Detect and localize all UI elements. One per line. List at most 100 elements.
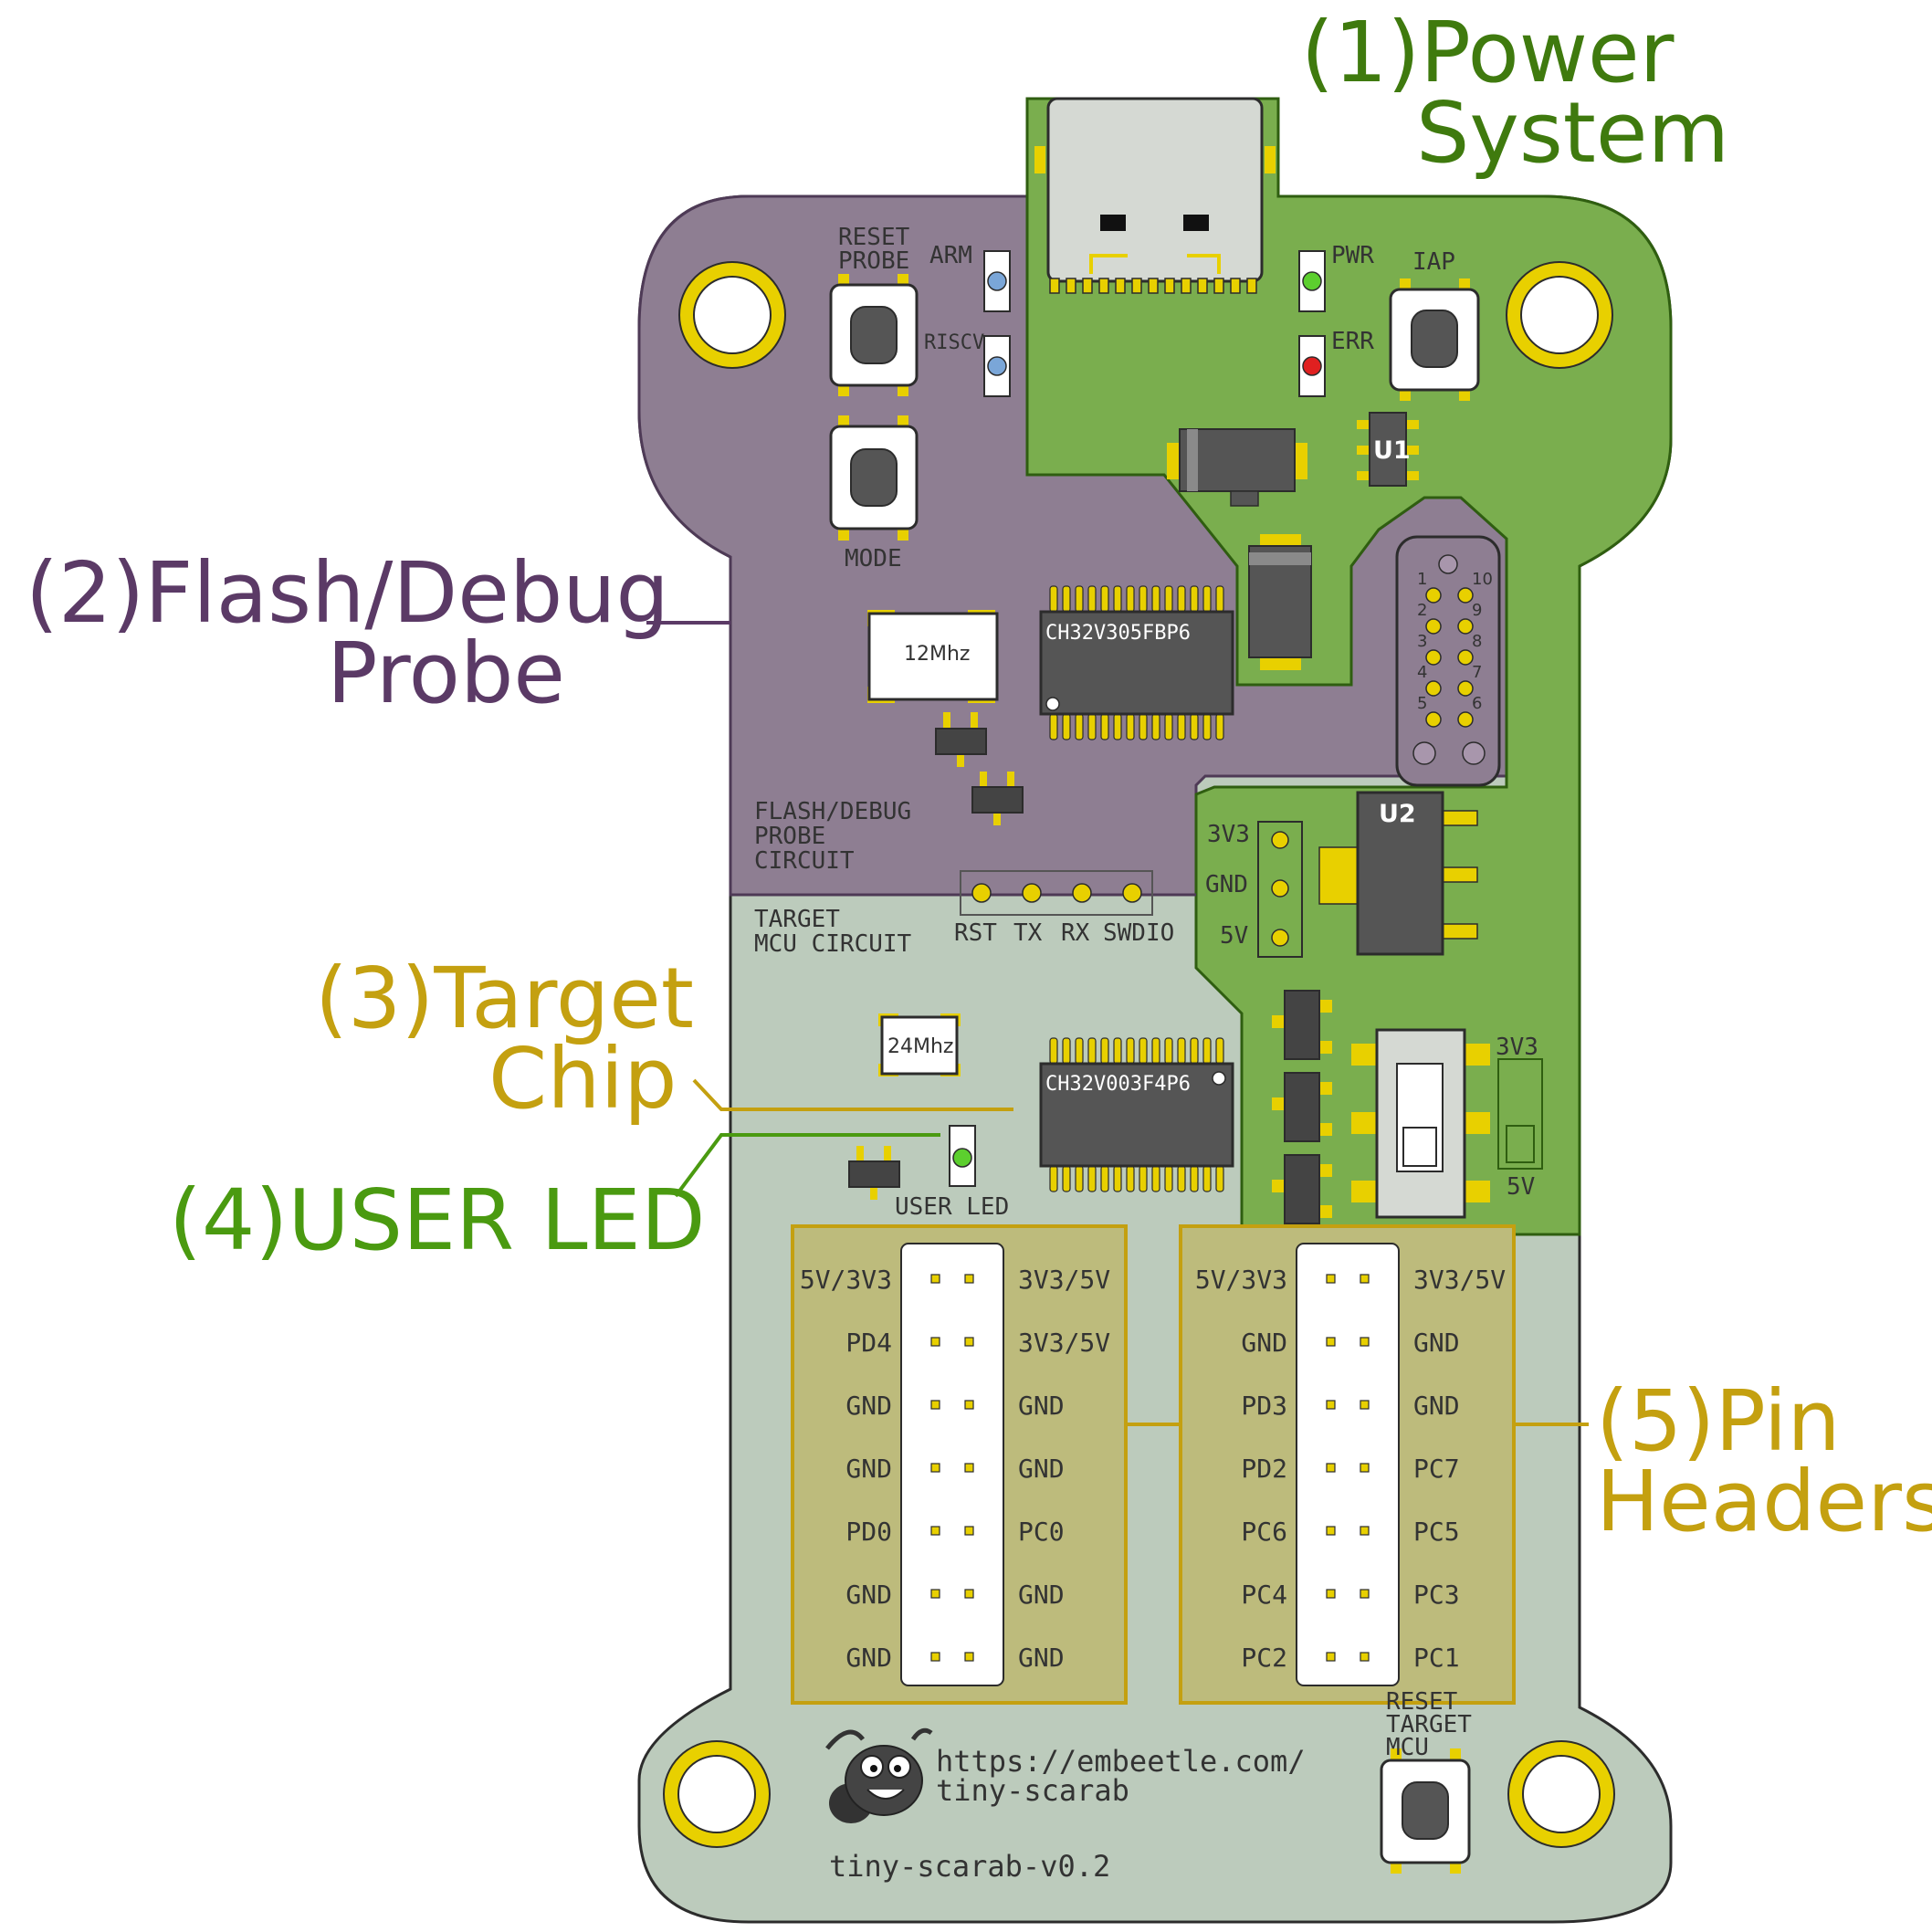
header-label-right: GND — [1018, 1643, 1065, 1673]
header-pin — [931, 1275, 940, 1283]
chip-pin — [1165, 1038, 1172, 1064]
header-pin — [1327, 1275, 1335, 1283]
silk-switch-5v: 5V — [1507, 1173, 1535, 1201]
swd-pin-number: 7 — [1472, 663, 1482, 682]
chip-pin — [1050, 1166, 1057, 1192]
chip-pin — [1076, 586, 1083, 612]
chip-pin — [1203, 1038, 1211, 1064]
header-label-left: GND — [845, 1580, 892, 1610]
header-label-right: PC3 — [1413, 1580, 1460, 1610]
silk-u2: U2 — [1379, 800, 1416, 828]
chip-pin — [1165, 586, 1172, 612]
chip-pin — [1178, 714, 1185, 740]
chip-pin — [1152, 714, 1160, 740]
header-pin — [1327, 1653, 1335, 1661]
silk-switch-3v3: 3V3 — [1496, 1034, 1538, 1061]
usb-connector — [1034, 99, 1276, 293]
chip-pin — [1216, 1038, 1223, 1064]
silk-arm: ARM — [929, 242, 972, 269]
swd-pin-number: 1 — [1417, 570, 1427, 589]
header-pin — [1360, 1275, 1369, 1283]
chip-pin — [1203, 714, 1211, 740]
swd-pin-number: 2 — [1417, 601, 1427, 620]
header-label-left: PD3 — [1241, 1391, 1287, 1421]
header-pin — [965, 1527, 973, 1535]
silk-chip1: CH32V305FBP6 — [1045, 622, 1191, 645]
silk-pin-swdio: SWDIO — [1103, 919, 1174, 947]
callout-power-line1: (1)Power — [1301, 13, 1729, 93]
chip-pin — [1076, 714, 1083, 740]
header-label-right: GND — [1018, 1391, 1065, 1421]
chip-pin — [1101, 714, 1108, 740]
chip-pin — [1050, 1038, 1057, 1064]
header-pin — [965, 1338, 973, 1346]
callout-headers-line2: Headers — [1596, 1462, 1932, 1542]
silk-user-led: USER LED — [895, 1193, 1009, 1221]
chip-pin — [1165, 714, 1172, 740]
chip-pin — [1178, 1038, 1185, 1064]
callout-led: (4)USER LED — [169, 1181, 706, 1261]
header-pin — [931, 1527, 940, 1535]
swd-pin-number: 3 — [1417, 632, 1427, 651]
header-pin — [931, 1464, 940, 1472]
swd-pin-number: 6 — [1472, 694, 1482, 713]
swd-pin-number: 5 — [1417, 694, 1427, 713]
callout-led-line1: (4)USER LED — [169, 1181, 706, 1261]
header-pin — [1327, 1527, 1335, 1535]
header-pin — [1327, 1464, 1335, 1472]
header-pin — [965, 1590, 973, 1598]
err-led — [1299, 336, 1325, 396]
chip-pin — [1203, 586, 1211, 612]
reset-target-button[interactable] — [1381, 1748, 1469, 1874]
chip-pin — [1050, 586, 1057, 612]
chip-pin — [1191, 714, 1198, 740]
silk-xtal2: 24Mhz — [887, 1035, 953, 1058]
header-label-right: PC1 — [1413, 1643, 1460, 1673]
header-pin — [965, 1401, 973, 1409]
callout-probe-line1: (2)Flash/Debug — [26, 553, 669, 634]
chip-pin — [1216, 1166, 1223, 1192]
callout-probe: (2)Flash/Debug Probe — [26, 553, 669, 714]
callout-power-line2: System — [1301, 93, 1729, 173]
header-label-left: PD2 — [1241, 1454, 1287, 1484]
header-pin — [965, 1653, 973, 1661]
silk-mode: MODE — [845, 545, 902, 572]
reset-probe-button[interactable] — [831, 274, 917, 396]
header-label-left: PC4 — [1241, 1580, 1287, 1610]
chip-pin — [1139, 586, 1147, 612]
chip-pin — [1127, 1038, 1134, 1064]
header-label-right: 3V3/5V — [1018, 1265, 1110, 1295]
silk-v-5v: 5V — [1220, 922, 1248, 950]
chip-pin — [1063, 586, 1070, 612]
header-label-left: PD0 — [845, 1517, 892, 1547]
silk-pwr: PWR — [1331, 242, 1374, 269]
chip-pin — [1191, 1166, 1198, 1192]
header-label-left: 5V/3V3 — [800, 1265, 892, 1295]
chip-pin — [1191, 1038, 1198, 1064]
silk-pin-tx: TX — [1013, 919, 1043, 947]
swd-pin-number: 8 — [1472, 632, 1482, 651]
header-label-left: 5V/3V3 — [1195, 1265, 1287, 1295]
silk-url-2: tiny-scarab — [936, 1773, 1129, 1808]
iap-button[interactable] — [1391, 278, 1478, 401]
chip-pin — [1191, 586, 1198, 612]
header-label-left: PC6 — [1241, 1517, 1287, 1547]
header-label-left: PD4 — [845, 1328, 892, 1358]
callout-probe-line2: Probe — [26, 634, 669, 714]
header-pin — [1360, 1464, 1369, 1472]
chip-pin — [1178, 586, 1185, 612]
chip-pin — [1114, 714, 1121, 740]
header-pin — [1360, 1653, 1369, 1661]
header-label-left: GND — [1241, 1328, 1287, 1358]
callout-headers-line1: (5)Pin — [1596, 1381, 1932, 1462]
pin-header-header_left — [901, 1244, 1003, 1685]
chip-pin — [1088, 1038, 1096, 1064]
mode-button[interactable] — [831, 415, 917, 541]
riscv-led — [984, 336, 1010, 396]
silk-v-gnd: GND — [1205, 871, 1248, 898]
header-pin — [1327, 1401, 1335, 1409]
silk-probe-circuit-3: CIRCUIT — [754, 847, 855, 875]
chip-pin — [1076, 1166, 1083, 1192]
header-pin — [1327, 1338, 1335, 1346]
